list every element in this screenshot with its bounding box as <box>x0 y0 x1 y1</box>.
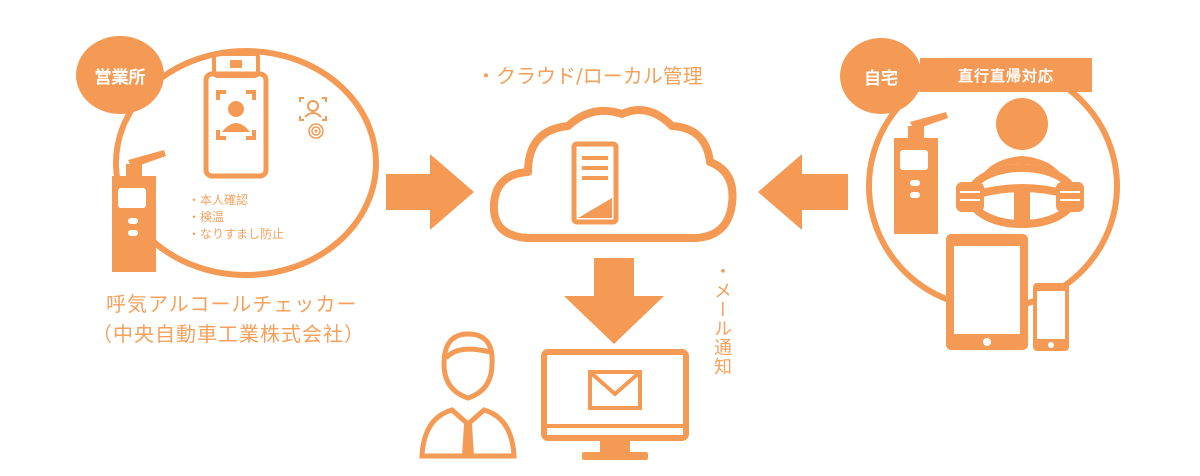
device-caption-line1: 呼気アルコールチェッカー <box>106 292 358 316</box>
breathalyzer-icon <box>112 150 166 272</box>
bullet-temperature: 検温 <box>188 209 284 226</box>
face-scan-tablet-icon <box>203 52 269 179</box>
arrow-right-icon <box>386 154 474 230</box>
manager-person-icon <box>419 331 517 459</box>
cloud-management-label: ・クラウド/ローカル管理 <box>476 64 703 88</box>
office-bullet-list: 本人確認 検温 なりすまし防止 <box>188 192 284 243</box>
breathalyzer-icon <box>894 112 948 234</box>
arrow-down-icon <box>564 258 664 344</box>
tablet-icon <box>946 234 1028 350</box>
smartphone-icon <box>1033 283 1069 351</box>
device-caption-line2: （中央自動車工業株式会社） <box>92 322 365 346</box>
face-fingerprint-icon <box>299 97 327 139</box>
arrow-left-icon <box>758 154 848 230</box>
driver-steering-icon <box>956 98 1084 228</box>
cloud-server-icon <box>489 106 737 242</box>
home-direct-commute-ribbon: 直行直帰対応 <box>920 58 1092 92</box>
home-badge: 自宅 <box>840 38 922 114</box>
bullet-spoof-prevention: なりすまし防止 <box>188 226 284 243</box>
office-circle <box>113 48 379 278</box>
mail-notification-label: ・メール通知 <box>711 262 732 376</box>
office-badge: 営業所 <box>76 36 164 114</box>
bullet-identity-check: 本人確認 <box>188 192 284 209</box>
monitor-mail-icon <box>541 349 689 460</box>
